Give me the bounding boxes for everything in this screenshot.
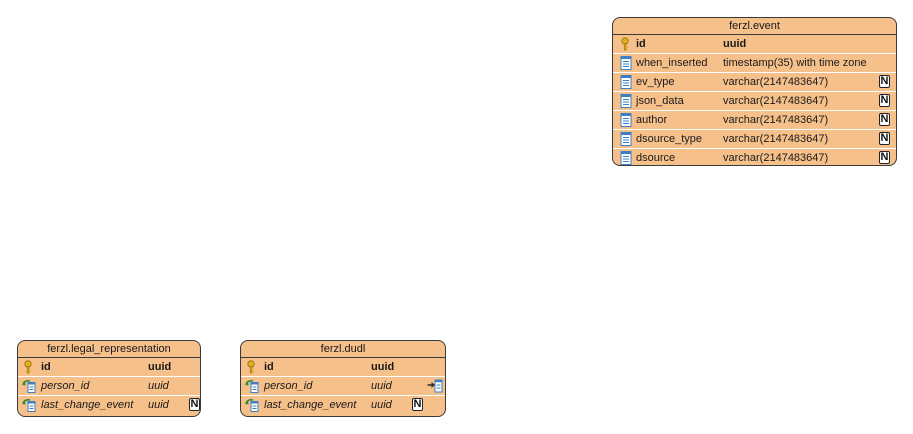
column-row-last-change-event[interactable]: last_change_event uuid N bbox=[18, 396, 200, 414]
column-type: varchar(2147483647) bbox=[723, 76, 829, 88]
nullable-badge: N bbox=[879, 94, 890, 107]
nullable-badge: N bbox=[879, 75, 890, 88]
foreign-key-icon bbox=[22, 380, 36, 393]
column-type: varchar(2147483647) bbox=[723, 152, 829, 164]
table-ferzl-dudl[interactable]: ferzl.dudl id uuid person_id uuid last_c… bbox=[240, 340, 446, 417]
primary-key-icon bbox=[24, 360, 32, 374]
column-name: id bbox=[636, 38, 646, 50]
primary-key-icon bbox=[247, 360, 255, 374]
column-name: json_data bbox=[636, 95, 684, 107]
column-name: when_inserted bbox=[636, 57, 708, 69]
column-row-id[interactable]: id uuid bbox=[613, 35, 896, 54]
column-row-id[interactable]: id uuid bbox=[241, 358, 445, 377]
column-type: varchar(2147483647) bbox=[723, 95, 829, 107]
nullable-badge: N bbox=[879, 151, 890, 164]
column-type: uuid bbox=[371, 380, 392, 392]
column-row-ev-type[interactable]: ev_type varchar(2147483647) N bbox=[613, 73, 896, 92]
column-row-json-data[interactable]: json_data varchar(2147483647) N bbox=[613, 92, 896, 111]
column-icon bbox=[620, 75, 632, 89]
foreign-key-icon bbox=[22, 399, 36, 412]
foreign-key-icon bbox=[245, 380, 259, 393]
column-icon bbox=[620, 151, 632, 165]
column-row-dsource[interactable]: dsource varchar(2147483647) N bbox=[613, 149, 896, 165]
column-type: uuid bbox=[371, 399, 392, 411]
primary-key-icon bbox=[621, 37, 629, 51]
nullable-badge: N bbox=[879, 113, 890, 126]
column-name: last_change_event bbox=[264, 399, 357, 411]
column-type: timestamp(35) with time zone bbox=[723, 57, 867, 69]
column-name: author bbox=[636, 114, 668, 126]
table-ferzl-legal-representation[interactable]: ferzl.legal_representation id uuid perso… bbox=[17, 340, 201, 417]
column-row-when-inserted[interactable]: when_inserted timestamp(35) with time zo… bbox=[613, 54, 896, 73]
column-name: id bbox=[264, 361, 274, 373]
column-row-person-id[interactable]: person_id uuid bbox=[241, 377, 445, 396]
column-name: person_id bbox=[41, 380, 90, 392]
column-type: uuid bbox=[148, 399, 169, 411]
column-type: uuid bbox=[723, 38, 747, 50]
table-title: ferzl.legal_representation bbox=[18, 341, 200, 358]
column-name: dsource_type bbox=[636, 133, 703, 145]
column-row-last-change-event[interactable]: last_change_event uuid N bbox=[241, 396, 445, 414]
table-title: ferzl.event bbox=[613, 18, 896, 35]
column-row-author[interactable]: author varchar(2147483647) N bbox=[613, 111, 896, 130]
column-row-dsource-type[interactable]: dsource_type varchar(2147483647) N bbox=[613, 130, 896, 149]
column-type: varchar(2147483647) bbox=[723, 133, 829, 145]
foreign-key-icon bbox=[245, 399, 259, 412]
column-name: id bbox=[41, 361, 51, 373]
column-type: varchar(2147483647) bbox=[723, 114, 829, 126]
column-type: uuid bbox=[371, 361, 395, 373]
nullable-badge: N bbox=[879, 132, 890, 145]
table-ferzl-event[interactable]: ferzl.event id uuid when_inserted timest… bbox=[612, 17, 897, 166]
column-name: person_id bbox=[264, 380, 313, 392]
table-title: ferzl.dudl bbox=[241, 341, 445, 358]
column-name: dsource bbox=[636, 152, 676, 164]
column-row-person-id[interactable]: person_id uuid bbox=[18, 377, 200, 396]
column-name: ev_type bbox=[636, 76, 675, 88]
column-icon bbox=[620, 56, 632, 70]
column-name: last_change_event bbox=[41, 399, 134, 411]
column-icon bbox=[620, 94, 632, 108]
column-icon bbox=[620, 132, 632, 146]
nullable-badge: N bbox=[189, 398, 200, 411]
column-type: uuid bbox=[148, 380, 169, 392]
column-icon bbox=[620, 113, 632, 127]
referenced-column-icon bbox=[427, 379, 443, 393]
column-type: uuid bbox=[148, 361, 172, 373]
nullable-badge: N bbox=[412, 398, 423, 411]
column-row-id[interactable]: id uuid bbox=[18, 358, 200, 377]
